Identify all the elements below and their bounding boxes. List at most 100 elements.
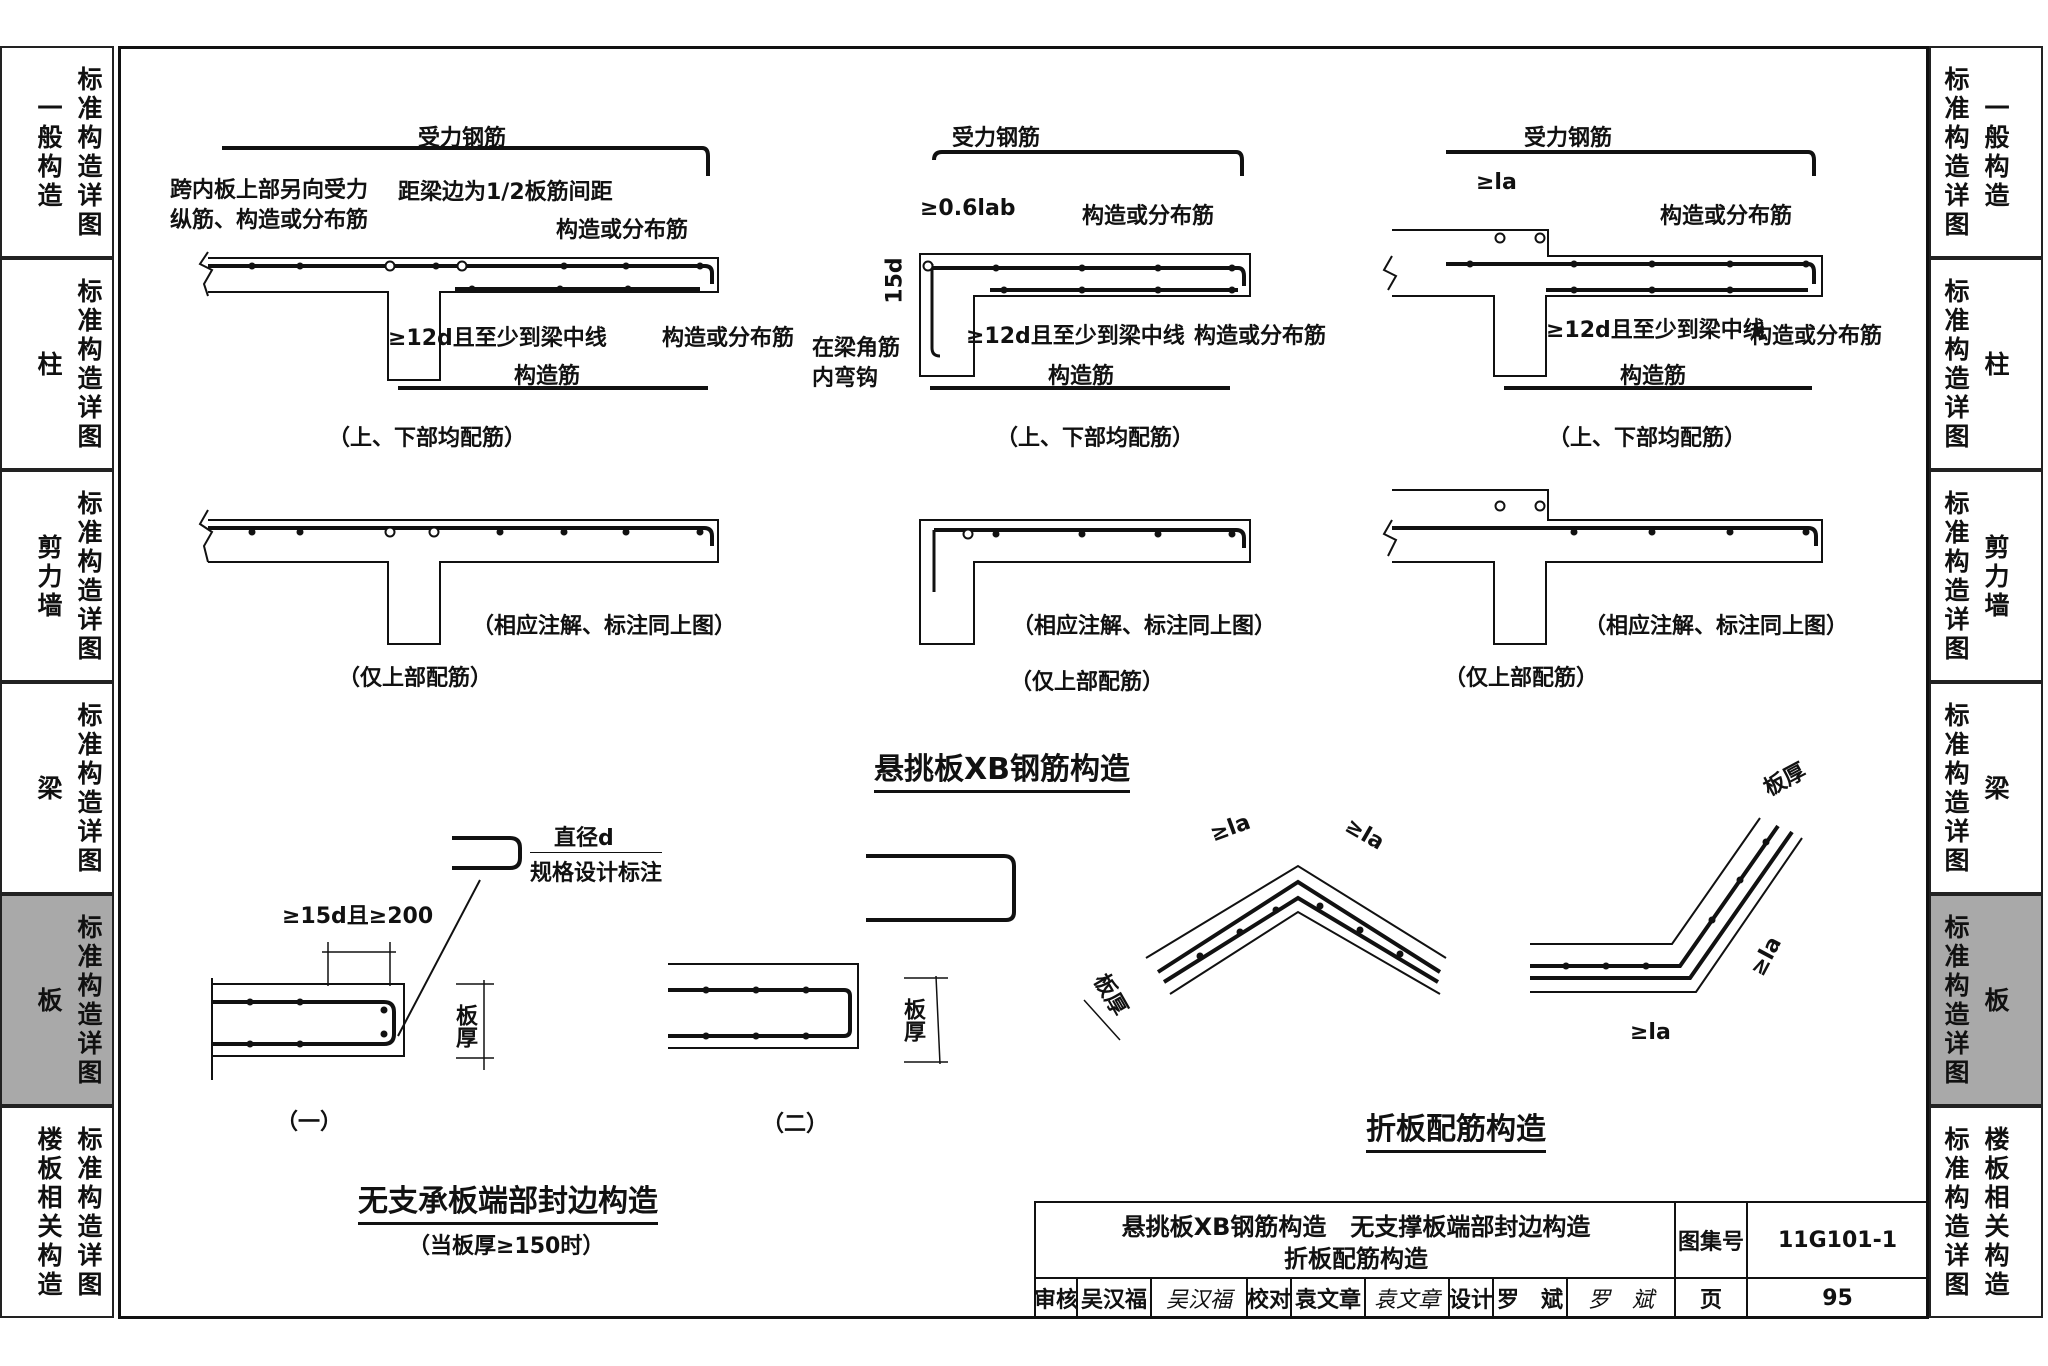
note-extra-bar-line1: 跨内板上部另向受力	[170, 178, 369, 203]
checker: 袁文章	[1292, 1279, 1366, 1317]
edge-detail-subtitle: （当板厚≥150时）	[408, 1234, 605, 1259]
left-tab-4[interactable]: 板标准构造详图	[0, 894, 114, 1106]
folded-title: 折板配筋构造	[1366, 1104, 1546, 1153]
right-tab-2[interactable]: 标准构造详图剪力墙	[1929, 470, 2043, 682]
page-no: 95	[1822, 1285, 1853, 1311]
design-label: 设计	[1449, 1279, 1494, 1317]
case-1-label: （一）	[276, 1110, 343, 1135]
dist-bar-label-1: 构造或分布筋	[556, 218, 689, 243]
xb-detail-2-top	[919, 519, 1251, 645]
folded-slab-left	[1083, 864, 1447, 1041]
drawing-frame	[118, 46, 1929, 1319]
left-tab-1[interactable]: 柱标准构造详图	[0, 258, 114, 470]
check-label: 校对	[1247, 1279, 1292, 1317]
left-tab-0[interactable]: 一般构造标准构造详图	[0, 46, 114, 258]
anchor-12d-label-1: ≥12d且至少到梁中线	[388, 326, 607, 351]
xb-detail-3-both	[1382, 150, 1823, 390]
left-tab-0-category: 标准构造详图	[77, 65, 103, 239]
right-tab-3-section: 梁	[1984, 773, 2010, 803]
dist-bar-label-2: 构造或分布筋	[1082, 204, 1215, 229]
stress-bar-label-2: 受力钢筋	[952, 126, 1041, 151]
dist-bar-label-3b: 构造或分布筋	[1750, 324, 1883, 349]
dist-bar-label-1b: 构造或分布筋	[662, 326, 795, 351]
caption-top-only-2: （仅上部配筋）	[1010, 670, 1165, 695]
folded-la-4: ≥la	[1630, 1020, 1671, 1045]
left-tab-2-section: 剪力墙	[37, 532, 63, 620]
construct-bar-label-1: 构造筋	[514, 364, 581, 389]
caption-both-2: （上、下部均配筋）	[996, 426, 1195, 451]
title-line2: 折板配筋构造	[1284, 1244, 1428, 1273]
stress-bar-label-1: 受力钢筋	[418, 126, 507, 151]
dim-15d-200: ≥15d且≥200	[282, 904, 434, 929]
left-tab-0-section: 一般构造	[37, 94, 63, 210]
right-tab-0-category: 标准构造详图	[1944, 65, 1970, 239]
left-tab-4-category: 标准构造详图	[77, 913, 103, 1087]
anchor-12d-label-3: ≥12d且至少到梁中线	[1546, 318, 1765, 343]
right-tab-5-category: 标准构造详图	[1944, 1125, 1970, 1299]
atlas-label: 图集号	[1676, 1203, 1748, 1279]
right-tab-3-category: 标准构造详图	[1944, 701, 1970, 875]
title-line1: 悬挑板XB钢筋构造 无支撑板端部封边构造	[1121, 1212, 1591, 1241]
left-tab-1-section: 柱	[37, 349, 63, 379]
left-tab-5-category: 标准构造详图	[77, 1125, 103, 1299]
right-tab-3[interactable]: 标准构造详图梁	[1929, 682, 2043, 894]
stress-bar-label-3: 受力钢筋	[1524, 126, 1613, 151]
case-2-label: （二）	[762, 1112, 829, 1137]
left-tab-2[interactable]: 剪力墙标准构造详图	[0, 470, 114, 682]
left-tab-1-category: 标准构造详图	[77, 277, 103, 451]
dist-bar-label-2b: 构造或分布筋	[1194, 324, 1327, 349]
caption-top-only-3: （仅上部配筋）	[1444, 666, 1599, 691]
review-label: 审核	[1034, 1279, 1078, 1317]
right-tab-4-category: 标准构造详图	[1944, 913, 1970, 1087]
folded-slab-right	[1530, 817, 1803, 993]
caption-both-1: （上、下部均配筋）	[328, 426, 527, 451]
caption-both-3: （上、下部均配筋）	[1548, 426, 1747, 451]
dia-label: 直径d	[554, 826, 614, 851]
right-tab-2-category: 标准构造详图	[1944, 489, 1970, 663]
spec-label: 规格设计标注	[530, 852, 663, 887]
left-tab-3-category: 标准构造详图	[77, 701, 103, 875]
edge-detail-title: 无支承板端部封边构造	[358, 1176, 658, 1225]
note-extra-bar-line2: 纵筋、构造或分布筋	[170, 208, 369, 233]
same-note-3: （相应注解、标注同上图）	[1584, 614, 1849, 639]
section-title-xb: 悬挑板XB钢筋构造	[874, 744, 1130, 793]
dist-bar-label-3: 构造或分布筋	[1660, 204, 1793, 229]
left-tab-4-section: 板	[37, 985, 63, 1015]
note-half-spacing: 距梁边为1/2板筋间距	[398, 180, 613, 205]
anchor-12d-label-2: ≥12d且至少到梁中线	[966, 324, 1185, 349]
right-tab-0-section: 一般构造	[1984, 94, 2010, 210]
corner-hook-line1: 在梁角筋	[812, 336, 901, 361]
atlas-no: 11G101-1	[1748, 1203, 1927, 1279]
left-tab-5[interactable]: 楼板相关构造标准构造详图	[0, 1106, 114, 1318]
xb-detail-2-both	[919, 150, 1251, 390]
right-tab-5[interactable]: 标准构造详图楼板相关构造	[1929, 1106, 2043, 1318]
designer-signature: 罗 斌	[1568, 1279, 1676, 1317]
thickness-label-2: 板厚	[900, 998, 925, 1042]
xb-detail-1-top	[198, 509, 719, 645]
reviewer-signature: 吴汉福	[1152, 1279, 1248, 1317]
caption-top-only-1: （仅上部配筋）	[338, 666, 493, 691]
right-tab-0[interactable]: 标准构造详图一般构造	[1929, 46, 2043, 258]
same-note-1: （相应注解、标注同上图）	[472, 614, 737, 639]
edge-detail-1	[211, 836, 522, 1080]
title-block: 悬挑板XB钢筋构造 无支撑板端部封边构造 折板配筋构造 图集号 11G101-1…	[1034, 1201, 1929, 1319]
construct-bar-label-2: 构造筋	[1048, 364, 1115, 389]
right-tab-1-section: 柱	[1984, 349, 2010, 379]
left-tab-3[interactable]: 梁标准构造详图	[0, 682, 114, 894]
right-tab-1[interactable]: 标准构造详图柱	[1929, 258, 2043, 470]
dim-15d: 15d	[882, 257, 908, 304]
thickness-label-1: 板厚	[452, 1004, 477, 1048]
dim-la-1: ≥la	[1476, 170, 1517, 195]
corner-hook-line2: 内弯钩	[812, 366, 879, 391]
left-tab-3-section: 梁	[37, 773, 63, 803]
same-note-2: （相应注解、标注同上图）	[1012, 614, 1277, 639]
dim-06lab: ≥0.6lab	[920, 196, 1016, 221]
edge-detail-2	[668, 854, 1016, 1065]
checker-signature: 袁文章	[1366, 1279, 1450, 1317]
left-tab-2-category: 标准构造详图	[77, 489, 103, 663]
xb-detail-3-top	[1382, 489, 1823, 645]
designer: 罗 斌	[1494, 1279, 1568, 1317]
page-label: 页	[1676, 1279, 1748, 1317]
right-tab-4[interactable]: 标准构造详图板	[1929, 894, 2043, 1106]
